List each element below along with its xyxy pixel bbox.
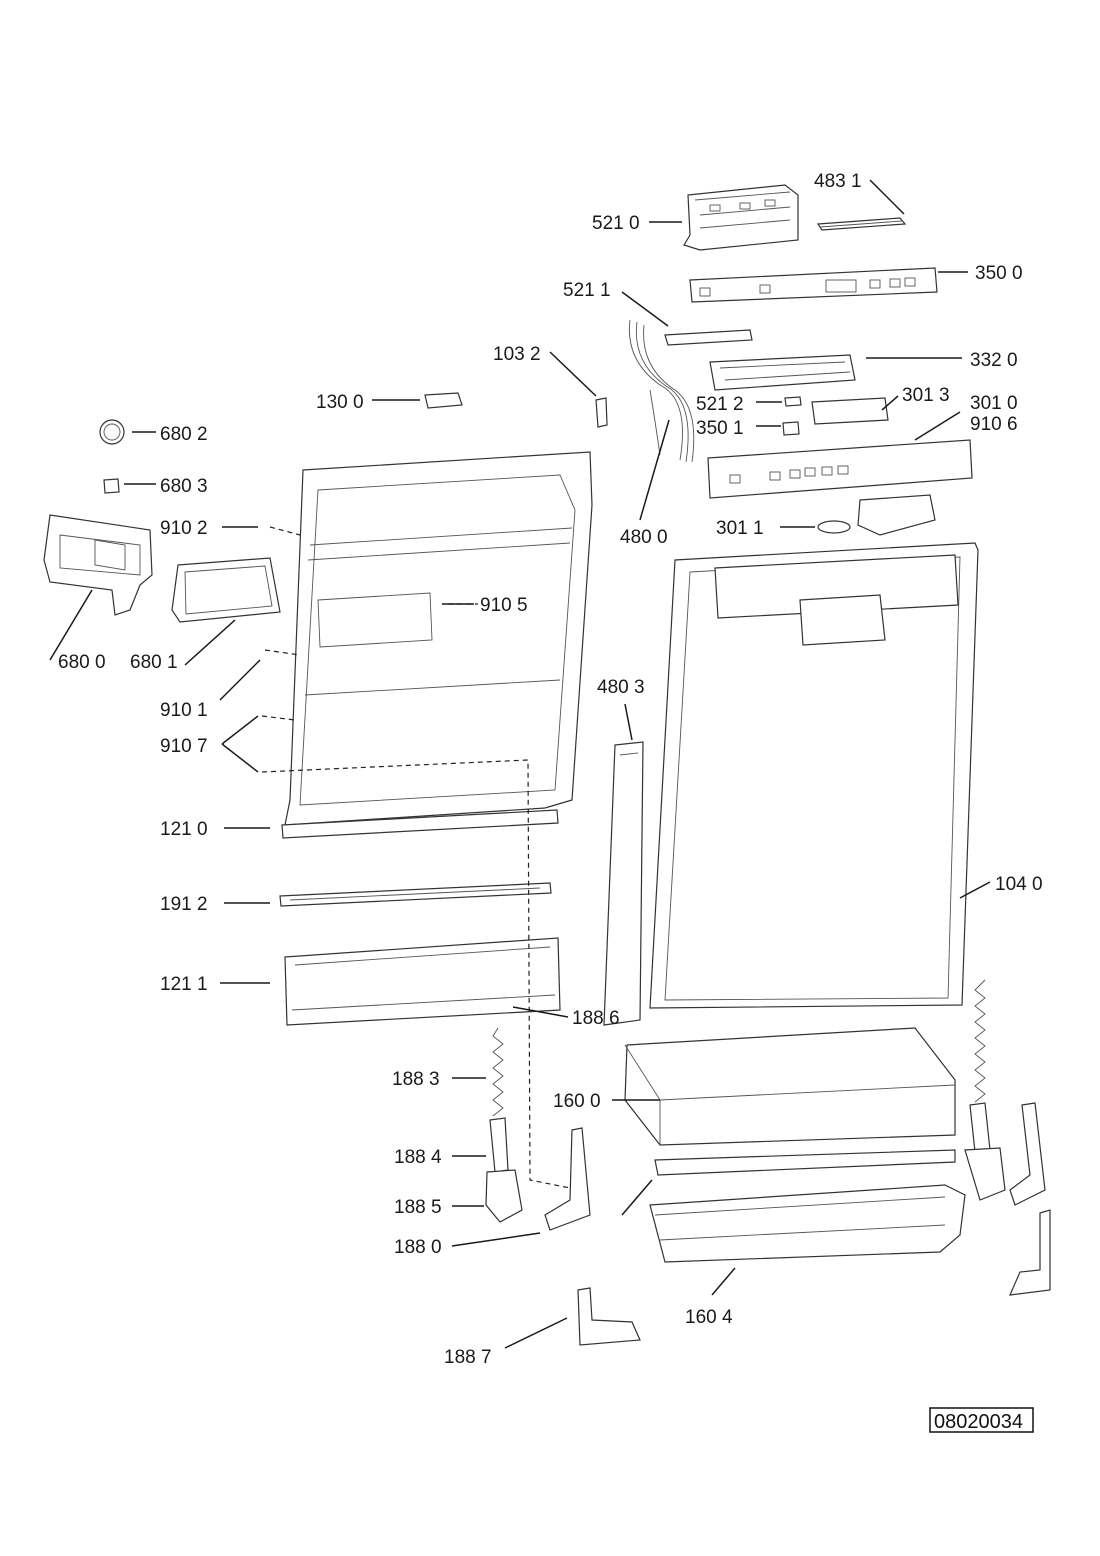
part-small-521-2: [784, 396, 802, 407]
callout-103-2: 103 2: [493, 344, 541, 365]
callout-910-7: 910 7: [160, 736, 208, 757]
part-toe-kick-strip: [654, 1149, 956, 1176]
part-left-hinge-spring: [485, 1027, 523, 1223]
callout-188-4: 188 4: [394, 1147, 442, 1168]
callout-680-0: 680 0: [58, 652, 106, 673]
callout-188-7: 188 7: [444, 1347, 492, 1368]
part-base-panel: [649, 1184, 966, 1263]
part-bracket-521-1: [664, 329, 753, 346]
callout-680-3: 680 3: [160, 476, 208, 497]
callout-301-3: 301 3: [902, 385, 950, 406]
callout-910-6: 910 6: [970, 414, 1018, 435]
part-strip-191-2: [279, 882, 552, 907]
callout-130-0: 130 0: [316, 392, 364, 413]
part-outer-door: [649, 542, 979, 1009]
drawing-reference-number: 08020034: [934, 1411, 1023, 1433]
part-logo-badge: [817, 520, 851, 534]
callout-521-2: 521 2: [696, 394, 744, 415]
callout-188-6: 188 6: [572, 1008, 620, 1029]
part-control-panel: [707, 439, 973, 536]
callout-680-1: 680 1: [130, 652, 178, 673]
part-wiring-harness: [628, 319, 695, 463]
callout-188-5: 188 5: [394, 1197, 442, 1218]
callout-521-0: 521 0: [592, 213, 640, 234]
callout-188-3: 188 3: [392, 1069, 440, 1090]
callout-910-2: 910 2: [160, 518, 208, 539]
callout-910-5: 910 5: [480, 595, 528, 616]
drawing-reference-box: 08020034: [929, 1407, 1034, 1433]
part-inner-door: [281, 451, 593, 839]
part-display-board: [689, 267, 938, 303]
leader-lines: [49, 179, 991, 1349]
part-drawings: [43, 184, 1051, 1346]
part-control-module: [709, 354, 856, 391]
part-trim-121-1: [284, 937, 561, 1026]
callout-104-0: 104 0: [995, 874, 1043, 895]
callout-121-0: 121 0: [160, 819, 208, 840]
part-electronic-module: [683, 184, 799, 251]
callout-483-1: 483 1: [814, 171, 862, 192]
part-clip-680-3: [103, 478, 120, 494]
callout-160-0: 160 0: [553, 1091, 601, 1112]
part-dispenser: [43, 514, 153, 616]
callout-191-2: 191 2: [160, 894, 208, 915]
part-cable-cover: [603, 741, 644, 1026]
part-right-hinge-assembly: [964, 979, 1051, 1296]
part-ribbon-cable: [816, 217, 907, 231]
callout-480-0: 480 0: [620, 527, 668, 548]
callout-350-1: 350 1: [696, 418, 744, 439]
callout-301-0: 301 0: [970, 393, 1018, 414]
part-keypad-block: [811, 397, 889, 425]
callout-480-3: 480 3: [597, 677, 645, 698]
part-left-hinge-bracket: [544, 1127, 591, 1231]
part-rail-103-2: [595, 397, 608, 428]
callout-350-0: 350 0: [975, 263, 1023, 284]
part-small-350-1: [782, 421, 800, 436]
callout-332-0: 332 0: [970, 350, 1018, 371]
callout-521-1: 521 1: [563, 280, 611, 301]
callout-680-2: 680 2: [160, 424, 208, 445]
part-hinge-cover-left: [577, 1287, 641, 1346]
callout-910-1: 910 1: [160, 700, 208, 721]
callout-160-4: 160 4: [685, 1307, 733, 1328]
part-ring-gasket: [99, 419, 125, 445]
part-toe-kick: [624, 1027, 956, 1146]
part-door-lock: [424, 392, 463, 409]
part-dispenser-gasket: [171, 557, 281, 623]
callout-301-1: 301 1: [716, 518, 764, 539]
callout-121-1: 121 1: [160, 974, 208, 995]
callout-labels: 483 1 521 0 350 0 521 1 103 2 332 0 130 …: [58, 171, 1043, 1368]
callout-188-0: 188 0: [394, 1237, 442, 1258]
